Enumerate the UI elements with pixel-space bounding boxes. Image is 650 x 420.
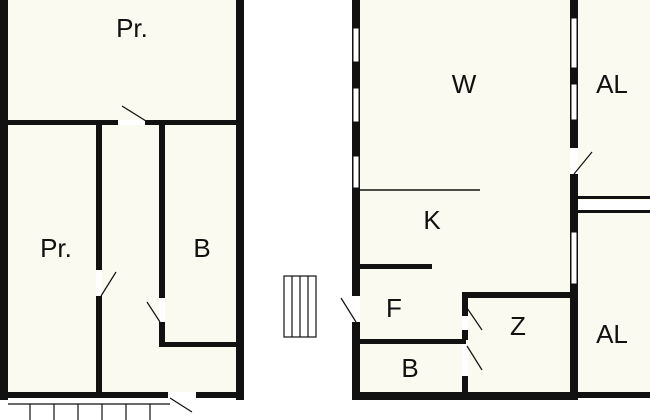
left-partition-upper-b — [145, 120, 237, 125]
window-east-3 — [570, 231, 578, 285]
door-left-entry-opening — [168, 392, 196, 398]
bedroom-wall-north — [462, 292, 572, 298]
room-label-bedroom: Z — [510, 311, 526, 341]
left-bath-wall-south — [159, 342, 238, 347]
door-left-room-opening — [96, 270, 102, 296]
left-wall-south — [0, 392, 168, 398]
hall-wall-south — [360, 339, 466, 344]
room-label-left-bathroom: B — [193, 233, 210, 263]
left-partition-vertical-1 — [96, 122, 102, 270]
room-label-left-middle: Pr. — [40, 233, 72, 263]
room-label-left-top: Pr. — [116, 13, 148, 43]
door-bath-opening — [462, 344, 468, 376]
window-east-1 — [570, 17, 578, 69]
kitchen-counter-wall — [360, 264, 432, 269]
room-label-right-bathroom: B — [401, 353, 418, 383]
door-hall-swing — [340, 297, 357, 323]
door-left-top-swing — [121, 105, 147, 122]
door-bedroom-opening — [462, 316, 468, 330]
window-living-west-1 — [352, 27, 360, 63]
door-alcove-swing — [573, 151, 593, 175]
left-wall-south-2 — [196, 392, 244, 398]
left-partition-vertical-1b — [96, 296, 102, 394]
alcove-wall-south — [578, 392, 650, 398]
right-outer-wall-west — [352, 0, 360, 400]
right-outer-wall-east — [570, 0, 578, 400]
door-left-top-opening — [118, 120, 145, 125]
left-partition-vertical-2 — [159, 122, 165, 298]
left-unit-floor — [0, 0, 243, 398]
room-label-living: W — [452, 69, 477, 99]
room-label-alcove-bottom: AL — [596, 319, 628, 349]
bedroom-wall-west-b — [462, 330, 468, 340]
steps-bottom-left — [8, 403, 170, 420]
alcove-divider-bottom — [578, 210, 650, 213]
left-partition-upper-a — [8, 120, 118, 125]
left-outer-wall-west — [0, 0, 8, 400]
door-left-room-swing — [100, 271, 117, 297]
door-left-bath-opening — [159, 298, 165, 322]
door-hall-opening — [352, 296, 360, 322]
alcove-floor-top — [577, 0, 650, 200]
window-living-west-3 — [352, 155, 360, 189]
bedroom-wall-west — [462, 292, 468, 316]
window-east-2 — [570, 83, 578, 121]
room-labels: Pr. Pr. B W K F B Z AL AL — [40, 13, 628, 383]
door-left-bath-swing — [146, 301, 161, 323]
alcove-floor-bottom — [577, 212, 650, 398]
door-bedroom-swing — [466, 307, 483, 331]
left-outer-wall-east — [236, 0, 244, 400]
alcove-divider-top — [578, 196, 650, 199]
doors — [96, 105, 593, 413]
room-label-kitchen: K — [423, 205, 441, 235]
floor-areas — [0, 0, 650, 398]
room-label-hall: F — [386, 293, 402, 323]
left-partition-vertical-2b — [159, 322, 165, 346]
door-left-entry-swing — [169, 397, 193, 413]
bedroom-wall-west-c — [462, 376, 468, 396]
left-unit-walls — [0, 0, 244, 400]
windows — [352, 17, 578, 285]
room-label-alcove-top: AL — [596, 69, 628, 99]
stairs-middle — [283, 275, 317, 338]
door-alcove-opening — [570, 148, 578, 174]
door-bath-swing — [466, 345, 483, 371]
window-living-west-2 — [352, 87, 360, 123]
right-unit-walls — [352, 0, 650, 400]
